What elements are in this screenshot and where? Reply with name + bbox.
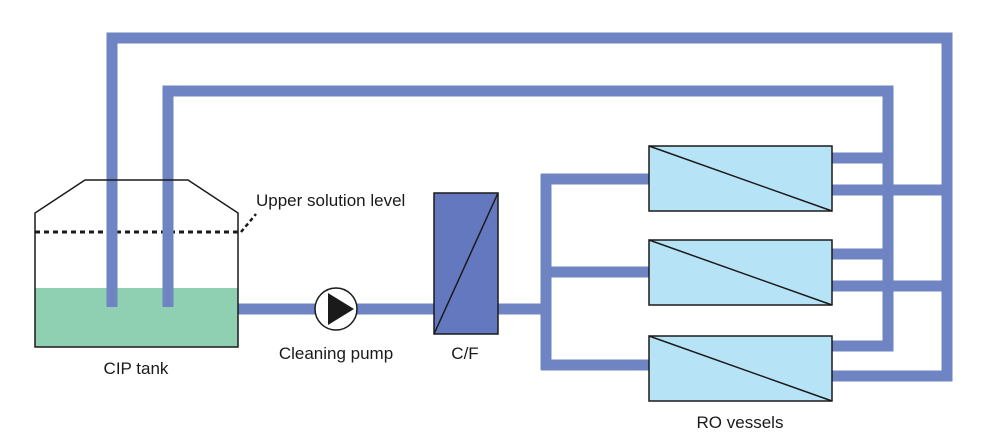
upper-solution-level-leader <box>240 213 257 233</box>
concentrate-return-pipe <box>106 32 953 382</box>
ro-vessel-3 <box>648 335 833 402</box>
permeate-return-pipe <box>162 85 894 352</box>
label-cleaning-pump: Cleaning pump <box>279 344 393 363</box>
ro-vessel-2 <box>648 239 833 306</box>
cip-tank <box>34 179 257 348</box>
tank-dip-pipe-2 <box>162 200 174 307</box>
label-cartridge-filter: C/F <box>451 344 478 363</box>
label-cip-tank: CIP tank <box>104 359 169 378</box>
filter-symbol-icon <box>433 192 499 335</box>
ro-vessel-1 <box>648 145 833 212</box>
tank-outline <box>34 179 239 348</box>
tank-solution <box>35 288 238 347</box>
tank-dip-pipe-1 <box>106 200 118 307</box>
pump-symbol-icon <box>314 287 358 331</box>
return-pipes <box>106 32 953 382</box>
label-ro-vessels: RO vessels <box>697 413 784 432</box>
label-upper-solution-level: Upper solution level <box>256 191 405 210</box>
